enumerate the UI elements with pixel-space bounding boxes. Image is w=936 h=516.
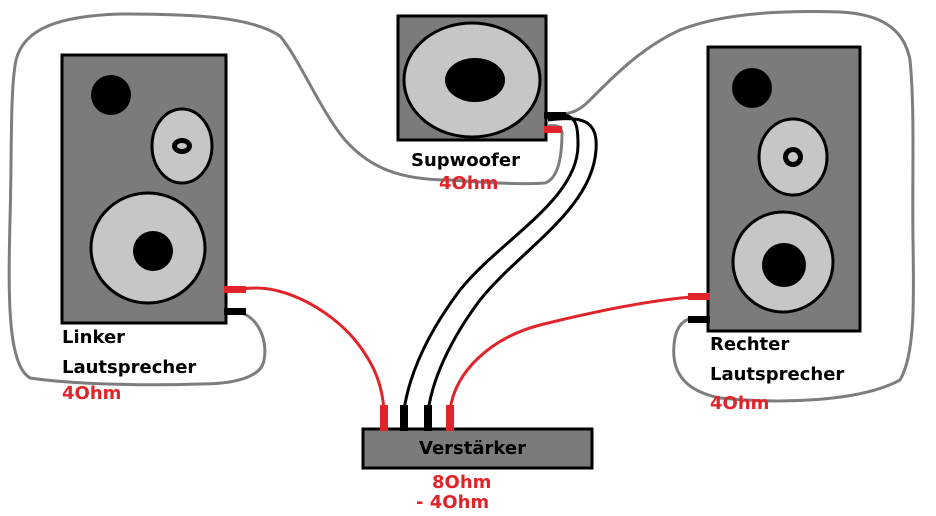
amplifier-impedance-line1: 8Ohm bbox=[432, 472, 492, 493]
amplifier bbox=[361, 405, 594, 470]
left-woofer-dustcap bbox=[133, 231, 173, 271]
right-speaker-title-line2: Lautsprecher bbox=[710, 364, 845, 385]
amp-black-terminal-1 bbox=[400, 405, 408, 431]
right-black-terminal bbox=[688, 316, 710, 323]
amp-black-terminal-2 bbox=[424, 405, 432, 431]
amp-red-terminal-left bbox=[380, 405, 388, 431]
subwoofer-title: Supwoofer bbox=[411, 150, 520, 171]
right-speaker-impedance: 4Ohm bbox=[710, 393, 770, 414]
subwoofer-black-wire-2 bbox=[426, 117, 598, 430]
subwoofer bbox=[396, 14, 566, 142]
amplifier-impedance-line2: - 4Ohm bbox=[416, 492, 490, 513]
right-midrange-center bbox=[788, 152, 798, 162]
right-speaker-title-line1: Rechter bbox=[710, 334, 790, 355]
subwoofer-dustcap bbox=[445, 58, 505, 102]
subwoofer-impedance: 4Ohm bbox=[439, 173, 499, 194]
left-speaker-title-line2: Lautsprecher bbox=[62, 357, 197, 378]
right-tweeter-icon bbox=[732, 68, 772, 108]
left-tweeter-icon bbox=[91, 75, 131, 115]
right-gray-wire bbox=[559, 10, 915, 403]
subwoofer-black-wire-1 bbox=[402, 112, 580, 430]
left-speaker-title-line1: Linker bbox=[62, 327, 126, 348]
right-red-wire bbox=[448, 294, 709, 430]
right-speaker bbox=[688, 45, 862, 333]
right-red-terminal bbox=[688, 293, 710, 300]
left-midrange-center bbox=[177, 143, 187, 149]
amplifier-title: Verstärker bbox=[419, 438, 526, 459]
left-black-terminal bbox=[224, 308, 246, 315]
left-speaker-impedance: 4Ohm bbox=[62, 383, 122, 404]
left-gray-wire bbox=[7, 12, 564, 387]
left-speaker bbox=[60, 53, 246, 325]
right-woofer-dustcap bbox=[762, 243, 806, 287]
left-red-wire bbox=[237, 286, 386, 430]
amplifier-body bbox=[361, 427, 594, 470]
subwoofer-black-terminal bbox=[544, 112, 566, 119]
amp-red-terminal-right bbox=[446, 405, 454, 431]
left-red-terminal bbox=[224, 286, 246, 293]
subwoofer-red-terminal bbox=[544, 126, 562, 133]
